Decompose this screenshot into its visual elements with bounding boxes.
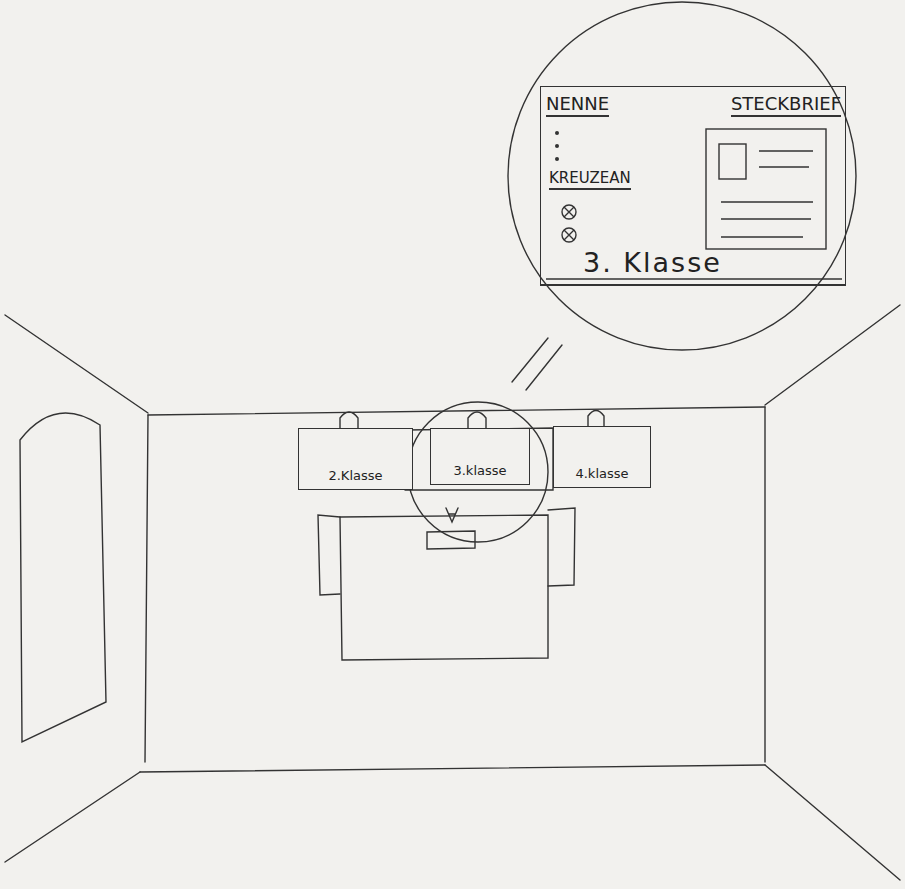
door [20,413,106,742]
chair [548,508,575,586]
wall-edge [145,415,148,762]
zoom-circle [508,2,856,350]
class-board: 2.Klasse [298,428,413,490]
hook [588,411,604,427]
board-ledge [546,278,842,279]
wall-edge [764,407,765,762]
chair [318,515,340,595]
cross-mark [562,228,576,242]
section-heading: NENNE [546,93,609,117]
board-title: 3. Klasse [583,247,722,278]
wall-edge [148,407,765,415]
ceiling-edge [765,305,900,405]
class-board: 3.klasse [430,428,530,485]
floor-edge [140,765,765,772]
magnifier-ring [408,402,548,542]
section-heading: KREUZEAN [549,169,631,190]
board-label: 4.klasse [554,466,650,481]
table [340,515,548,660]
floor-edge [765,765,900,880]
magnifier-leader [512,338,562,390]
board-label: 2.Klasse [299,468,412,483]
list-dot [555,131,559,135]
board-label: 3.klasse [431,463,529,478]
list-dot [555,157,559,161]
desk-item [427,531,475,549]
text-lines [721,151,813,237]
profile-card [706,129,826,249]
hook [468,412,486,428]
figure [446,508,458,522]
floor-edge [5,772,140,862]
class-board: 4.klasse [553,426,651,488]
section-heading: STECKBRIEF [731,93,841,117]
hook [340,412,358,428]
cross-mark [562,205,576,219]
board-outline [405,428,553,490]
list-dot [555,144,559,148]
photo [719,144,746,179]
ceiling-edge [5,315,148,413]
zoomed-board: NENNE KREUZEAN STECKBRIEF 3. Klasse [540,86,846,286]
